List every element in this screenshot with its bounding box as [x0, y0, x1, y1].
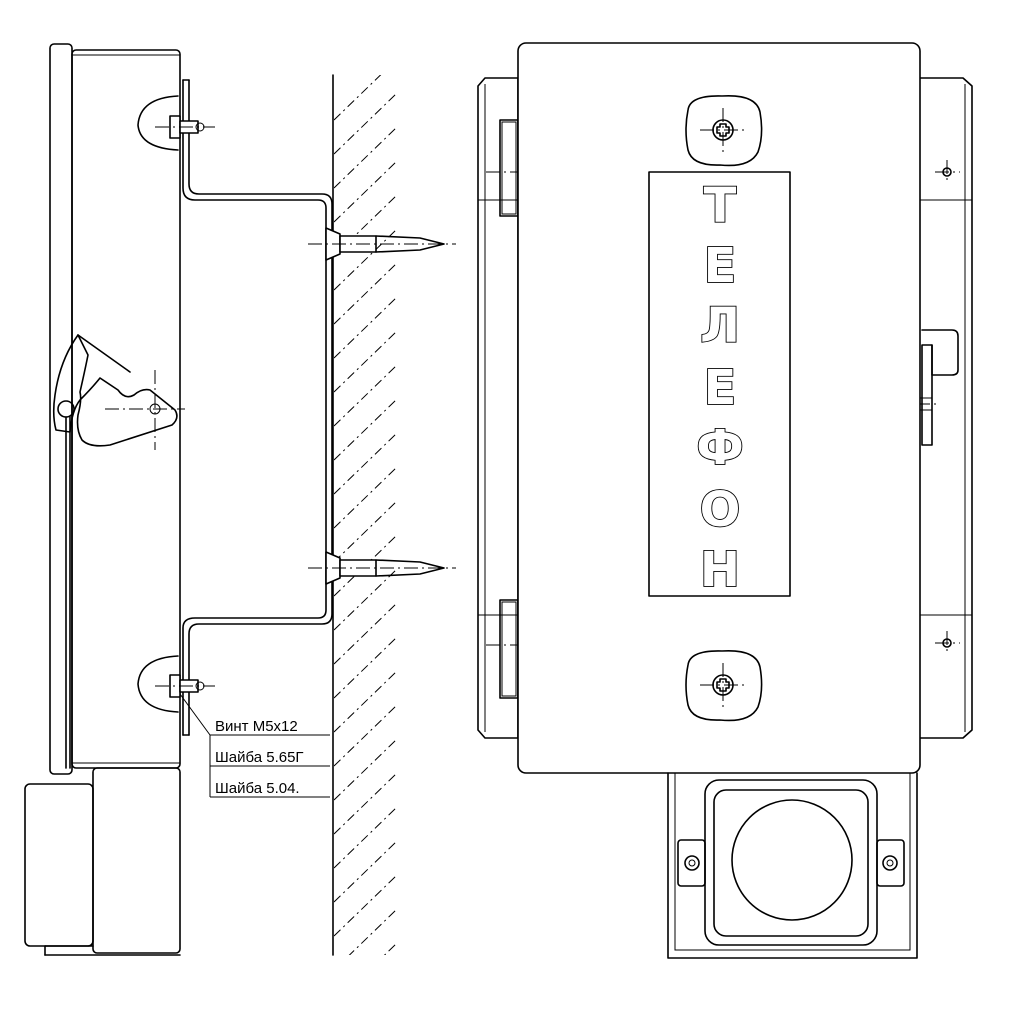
back-plate — [477, 77, 973, 739]
hatch-line — [348, 909, 396, 955]
hatch-line — [334, 978, 396, 1024]
speaker-box-front — [667, 772, 918, 959]
hatch-line — [334, 841, 396, 903]
hatch-line — [334, 229, 396, 291]
hatch-line — [334, 75, 382, 121]
hatch-line — [334, 773, 396, 835]
door-panel — [517, 42, 921, 774]
hatch-line — [334, 399, 396, 461]
hatch-line — [334, 127, 396, 189]
hatch-line — [334, 807, 396, 869]
hatch-line — [383, 943, 396, 955]
hatch-line — [334, 161, 396, 223]
hatch-line — [334, 263, 396, 325]
top-door-screw — [685, 95, 763, 167]
hook-lever — [52, 334, 185, 769]
sign-plate: Т Е Л Е Ф О Н — [648, 171, 791, 599]
front-view: Т Е Л Е Ф О Н — [477, 42, 973, 959]
bottom-door-screw — [685, 650, 763, 722]
hatch-line — [334, 603, 396, 665]
fastener-callout: Винт М5х12 Шайба 5.65Г Шайба 5.04. — [179, 693, 330, 798]
hatch-line — [334, 297, 396, 359]
bottom-fastener-side — [137, 655, 215, 713]
wall-screw-top — [308, 227, 456, 261]
sign-letter-6: О — [700, 482, 741, 538]
callout-spring-washer: Шайба 5.65Г — [215, 749, 304, 766]
hatch-line — [334, 637, 396, 699]
sign-letter-3: Л — [700, 298, 740, 354]
callout-screw: Винт М5х12 — [215, 718, 298, 735]
hatch-line — [334, 569, 396, 631]
hatch-line — [334, 671, 396, 733]
wall-screw-bottom — [308, 551, 456, 585]
speaker-box-side — [24, 767, 181, 956]
right-mount-holes — [935, 160, 960, 655]
sign-letter-7: Н — [700, 542, 740, 598]
wall-hatch — [332, 74, 396, 1024]
sign-letter-1: Т — [704, 178, 737, 234]
hatch-line — [334, 501, 396, 563]
door-latch — [916, 329, 959, 446]
hatch-line — [334, 331, 396, 393]
callout-flat-washer: Шайба 5.04. — [215, 780, 300, 797]
hatch-line — [334, 875, 396, 937]
top-fastener-side — [137, 95, 215, 151]
sign-letter-4: Е — [704, 360, 737, 416]
sign-letter-5: Ф — [696, 420, 744, 476]
side-view: Винт М5х12 Шайба 5.65Г Шайба 5.04. — [24, 43, 456, 1024]
hatch-line — [334, 739, 396, 801]
sign-letter-2: Е — [704, 238, 737, 294]
hatch-line — [334, 433, 396, 495]
hatch-line — [334, 705, 396, 767]
mounting-bracket — [182, 79, 333, 736]
speaker-grille — [731, 799, 853, 921]
hatch-line — [334, 467, 396, 529]
hatch-line — [334, 93, 396, 155]
hatch-line — [334, 365, 396, 427]
left-hinges — [486, 119, 520, 699]
